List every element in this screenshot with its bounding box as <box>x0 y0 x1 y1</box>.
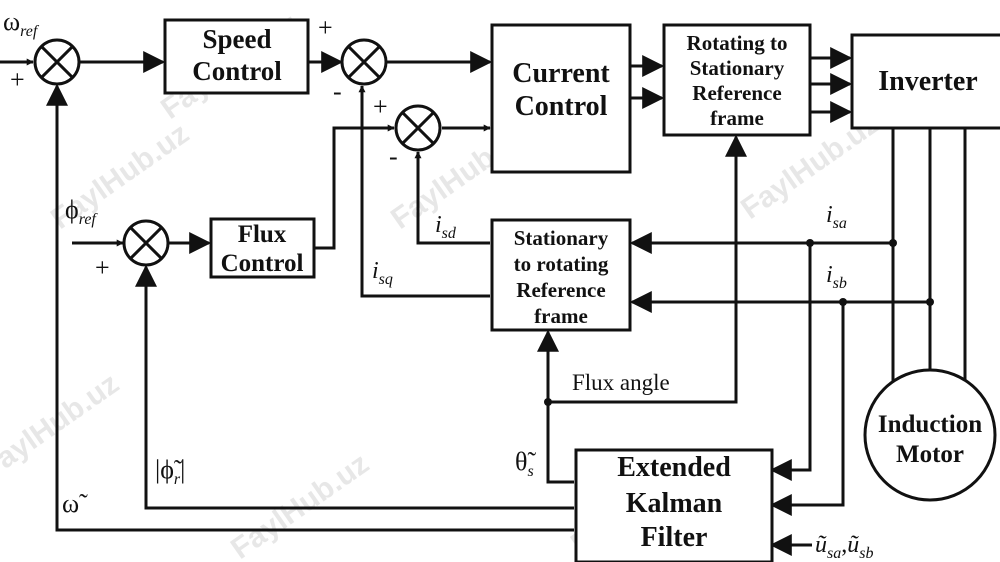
junction-dot <box>544 398 552 406</box>
stator-voltage-label: ũsa,ũsb <box>815 532 873 562</box>
omega-ref-label: ωref <box>3 7 40 40</box>
junction-dot <box>839 298 847 306</box>
block-label: Control <box>515 91 608 122</box>
minus-sign: - <box>333 77 342 106</box>
isb-label: isb <box>826 262 847 292</box>
isa-label: isa <box>826 202 847 232</box>
current-control-block: Current Control <box>490 23 632 174</box>
isq-label: isq <box>372 258 393 288</box>
inverter-block: Inverter <box>850 33 1000 130</box>
rotating-to-stationary-block: Rotating to Stationary Reference frame <box>662 23 812 137</box>
wires <box>0 47 967 556</box>
theta-s-label: θ̃s <box>515 447 536 480</box>
junctions <box>544 239 934 406</box>
block-label: Flux <box>238 221 287 248</box>
block-label: Reference <box>516 278 605 302</box>
stationary-to-rotating-block: Stationary to rotating Reference frame <box>490 218 632 332</box>
summing-junction-speed <box>33 38 81 86</box>
block-label: Rotating to <box>687 31 788 55</box>
block-label: Kalman <box>626 488 723 519</box>
block-label: frame <box>534 304 588 328</box>
summing-junction-flux-current <box>394 104 442 152</box>
induction-motor: Induction Motor <box>863 368 997 502</box>
block-label: Control <box>221 250 304 277</box>
junction-dot <box>806 239 814 247</box>
isd-label: isd <box>435 212 457 242</box>
minus-sign: - <box>389 142 398 171</box>
summing-junction-speed-error <box>340 38 388 86</box>
block-label: Inverter <box>878 66 978 97</box>
block-label: Motor <box>896 441 964 468</box>
summing-signs: + + - + - + <box>10 13 398 282</box>
flux-magnitude-label: |ϕ̃r| <box>155 455 185 488</box>
block-label: Reference <box>692 81 781 105</box>
watermark: FaylHub.uz <box>225 447 375 562</box>
junction-dot <box>889 239 897 247</box>
block-label: Induction <box>878 411 982 438</box>
block-label: to rotating <box>514 252 609 276</box>
omega-estimate-label: ω̃ <box>62 489 88 518</box>
speed-control-block: Speed Control <box>163 18 310 95</box>
extended-kalman-filter-block: Extended Kalman Filter <box>574 448 774 562</box>
plus-sign: + <box>95 253 110 282</box>
block-label: Stationary <box>690 56 785 80</box>
block-label: Extended <box>617 452 731 483</box>
block-label: Filter <box>641 522 708 553</box>
block-label: frame <box>710 106 764 130</box>
junction-dot <box>926 298 934 306</box>
block-label: Current <box>512 58 610 89</box>
flux-angle-label: Flux angle <box>572 370 670 395</box>
block-label: Stationary <box>514 226 609 250</box>
phi-ref-label: ϕref <box>65 195 98 228</box>
flux-control-block: Flux Control <box>209 217 316 279</box>
plus-sign: + <box>10 65 25 94</box>
plus-sign: + <box>373 92 388 121</box>
watermark: FaylHub.uz <box>0 367 125 486</box>
summing-junction-flux <box>122 219 170 267</box>
block-label: Speed <box>202 24 271 54</box>
plus-sign: + <box>318 13 333 42</box>
block-label: Control <box>192 56 282 86</box>
